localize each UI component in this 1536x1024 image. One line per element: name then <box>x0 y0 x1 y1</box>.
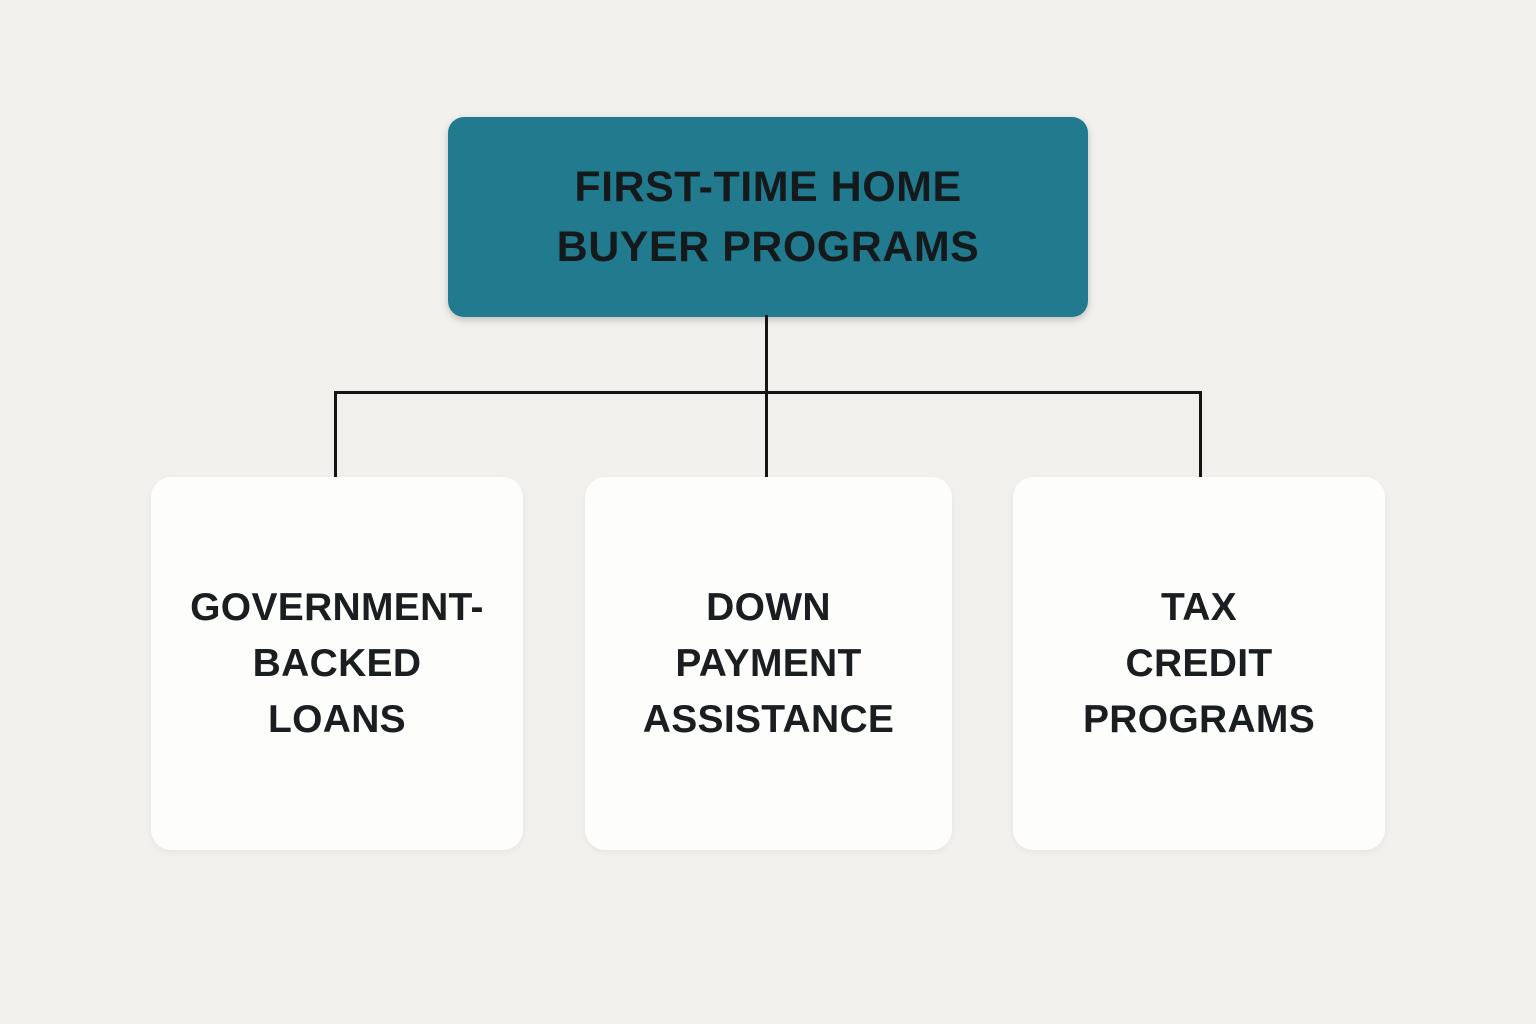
root-node-label: FIRST-TIME HOME BUYER PROGRAMS <box>556 163 980 271</box>
child-node-label: TAX CREDIT PROGRAMS <box>1082 585 1316 741</box>
connector-right-drop <box>1199 391 1202 478</box>
connector-horizontal-bar <box>334 391 1202 394</box>
root-node-first-time-home-buyer-programs: FIRST-TIME HOME BUYER PROGRAMS <box>448 117 1088 317</box>
child-node-government-backed-loans: GOVERNMENT- BACKED LOANS <box>151 477 523 850</box>
child-node-label: GOVERNMENT- BACKED LOANS <box>190 585 484 741</box>
child-node-tax-credit-programs: TAX CREDIT PROGRAMS <box>1013 477 1385 850</box>
connector-root-stem <box>765 315 768 478</box>
child-node-label: DOWN PAYMENT ASSISTANCE <box>642 585 895 741</box>
connector-left-drop <box>334 391 337 478</box>
child-node-down-payment-assistance: DOWN PAYMENT ASSISTANCE <box>585 477 952 850</box>
